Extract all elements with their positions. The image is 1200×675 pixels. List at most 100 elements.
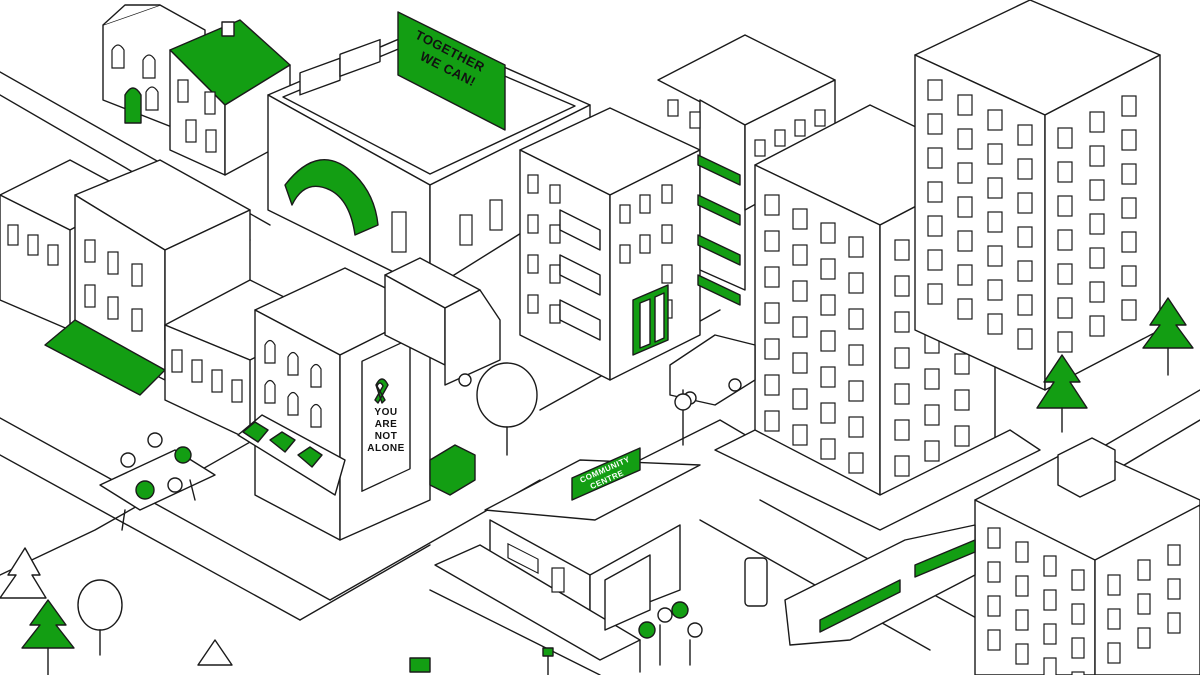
- apartment-balconies: [519, 107, 701, 381]
- window: [927, 283, 943, 305]
- window: [894, 347, 910, 369]
- window: [792, 244, 808, 266]
- window: [1015, 575, 1029, 597]
- far-right-tower: [914, 0, 1161, 391]
- window: [1057, 229, 1073, 251]
- window: [1089, 179, 1105, 201]
- poster-building: YOU ARE NOT ALONE: [237, 267, 431, 541]
- window: [1017, 158, 1033, 180]
- window: [927, 249, 943, 271]
- window: [1071, 603, 1085, 625]
- window: [1071, 637, 1085, 659]
- window: [1121, 197, 1137, 219]
- tree-green-mid: [1036, 354, 1088, 433]
- window: [987, 211, 1003, 233]
- tree-white-bottom: [197, 639, 233, 666]
- window: [957, 230, 973, 252]
- community-group: [638, 601, 703, 673]
- window: [1137, 559, 1151, 581]
- window: [764, 266, 780, 288]
- window: [848, 344, 864, 366]
- tree-green-right: [1142, 297, 1194, 376]
- window: [987, 629, 1001, 651]
- window: [987, 561, 1001, 583]
- window: [792, 316, 808, 338]
- window: [927, 79, 943, 101]
- window: [1089, 315, 1105, 337]
- window: [1017, 226, 1033, 248]
- window: [1057, 161, 1073, 183]
- window: [820, 222, 836, 244]
- window: [1121, 95, 1137, 117]
- awareness-ribbon-icon: [374, 378, 389, 404]
- window: [954, 425, 970, 447]
- window: [1089, 111, 1105, 133]
- far-tower-windows: [927, 79, 1137, 353]
- window: [954, 389, 970, 411]
- window: [820, 402, 836, 424]
- window: [987, 527, 1001, 549]
- row-buildings-left: [0, 159, 331, 441]
- window: [820, 258, 836, 280]
- tree-green-left: [21, 599, 75, 675]
- window: [792, 388, 808, 410]
- window: [1057, 263, 1073, 285]
- trees: [0, 297, 1194, 675]
- window: [848, 452, 864, 474]
- window: [848, 416, 864, 438]
- window: [987, 109, 1003, 131]
- window: [1167, 544, 1181, 566]
- window: [1015, 541, 1029, 563]
- window: [957, 264, 973, 286]
- window: [848, 272, 864, 294]
- window: [957, 94, 973, 116]
- window: [792, 424, 808, 446]
- window: [1121, 163, 1137, 185]
- window: [1015, 643, 1029, 665]
- window: [792, 208, 808, 230]
- tree-white-left: [0, 547, 47, 599]
- window: [1017, 124, 1033, 146]
- window: [894, 275, 910, 297]
- window: [1121, 129, 1137, 151]
- window: [1043, 555, 1057, 577]
- window: [1043, 589, 1057, 611]
- window: [1137, 627, 1151, 649]
- window: [1107, 574, 1121, 596]
- window: [957, 298, 973, 320]
- window: [1057, 127, 1073, 149]
- picnic-group: [99, 432, 216, 531]
- window: [1043, 623, 1057, 645]
- train: [784, 524, 976, 646]
- window: [924, 404, 940, 426]
- window: [1167, 612, 1181, 634]
- window: [764, 410, 780, 432]
- poster-line-1: YOU: [374, 407, 397, 418]
- window: [820, 330, 836, 352]
- window: [1057, 195, 1073, 217]
- window: [1089, 247, 1105, 269]
- window: [924, 440, 940, 462]
- window: [1017, 192, 1033, 214]
- tree-round-white: [77, 579, 123, 656]
- window: [1071, 671, 1085, 675]
- window: [924, 368, 940, 390]
- street-details: [409, 389, 768, 675]
- community-centre: COMMUNITY CENTRE: [429, 447, 701, 675]
- window: [894, 419, 910, 441]
- window: [848, 236, 864, 258]
- poster-line-4: ALONE: [367, 443, 405, 454]
- window: [1121, 231, 1137, 253]
- window: [894, 383, 910, 405]
- window: [1121, 299, 1137, 321]
- house: [102, 4, 291, 176]
- bottom-right-windows: [987, 527, 1181, 675]
- window: [764, 338, 780, 360]
- window: [894, 311, 910, 333]
- window: [927, 181, 943, 203]
- window: [1137, 593, 1151, 615]
- window: [957, 162, 973, 184]
- window: [1089, 281, 1105, 303]
